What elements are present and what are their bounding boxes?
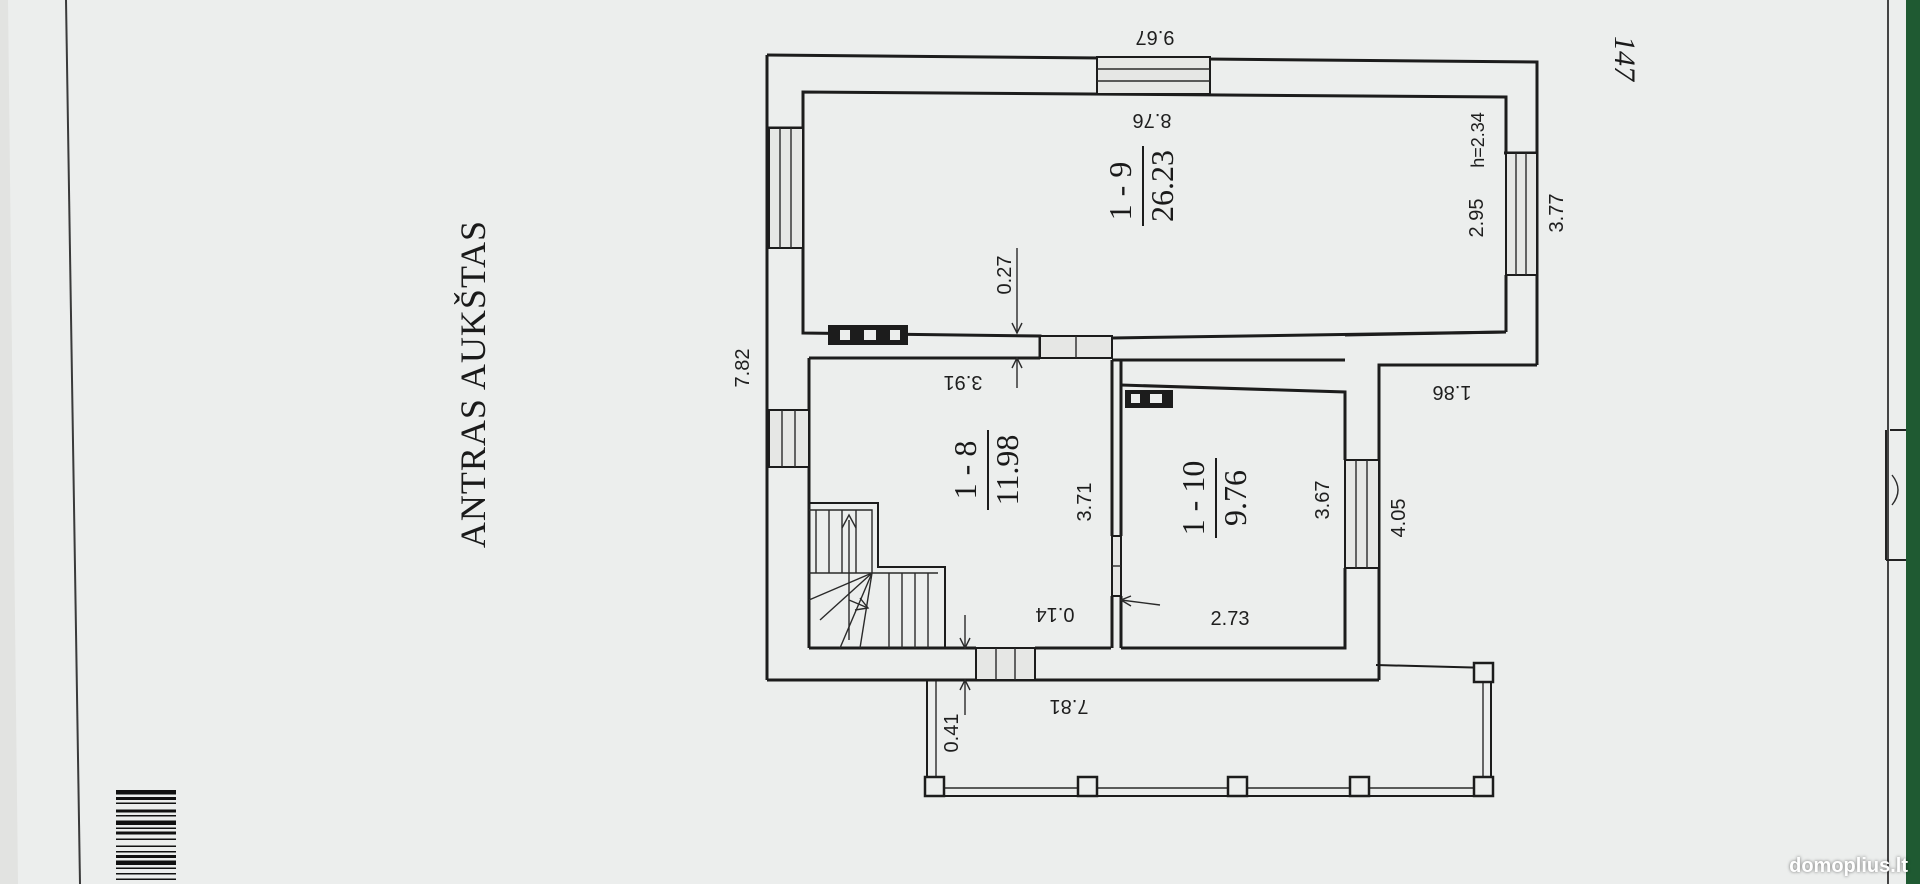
room-id: 1 - 10 bbox=[1175, 461, 1211, 536]
window-left-upper bbox=[768, 127, 804, 249]
door-balcony bbox=[975, 647, 1036, 681]
dim-room9-width: 8.76 bbox=[1133, 109, 1172, 131]
green-edge bbox=[1906, 0, 1920, 884]
floor-title: ANTRAS AUKŠTAS bbox=[453, 220, 493, 548]
dim-balcony-offset: 0.41 bbox=[941, 714, 963, 753]
paper-margin-line bbox=[65, 0, 81, 884]
dim-right-wall: 3.77 bbox=[1546, 194, 1568, 233]
chimneys bbox=[828, 325, 1173, 408]
windows bbox=[768, 56, 1538, 681]
dim-room8-width: 3.91 bbox=[944, 371, 983, 393]
room-area: 26.23 bbox=[1144, 150, 1180, 222]
handwritten-note: 147 bbox=[1608, 36, 1641, 83]
dim-room8-depth: 3.71 bbox=[1074, 483, 1096, 522]
dim-balcony-width: 7.81 bbox=[1050, 695, 1089, 717]
staircase bbox=[808, 502, 946, 649]
dim-left-total: 7.82 bbox=[732, 349, 754, 388]
dim-room10-depth: 3.67 bbox=[1312, 481, 1334, 520]
dim-partition: 0.14 bbox=[1036, 603, 1075, 625]
room-label-1-8: 1 - 8 11.98 bbox=[947, 430, 1025, 510]
balcony-post bbox=[1472, 775, 1495, 798]
dim-height-note: h=2.34 bbox=[1468, 112, 1488, 168]
balcony-post bbox=[1348, 775, 1371, 798]
dim-top-width: 9.67 bbox=[1136, 26, 1175, 48]
dim-room9-depth: 2.95 bbox=[1466, 199, 1488, 238]
window-top bbox=[1096, 56, 1211, 95]
barcode bbox=[116, 790, 176, 880]
window-left-lower bbox=[768, 409, 810, 468]
dim-step: 1.86 bbox=[1433, 381, 1472, 403]
dim-wall-thickness: 0.27 bbox=[994, 256, 1016, 295]
balcony bbox=[923, 661, 1495, 798]
room-area: 11.98 bbox=[989, 435, 1025, 506]
room-id: 1 - 8 bbox=[947, 441, 983, 500]
balcony-post bbox=[1226, 775, 1249, 798]
paper-sheet bbox=[8, 0, 1906, 884]
balcony-post bbox=[1472, 661, 1495, 684]
title-block-fragment bbox=[1885, 429, 1906, 561]
dim-room10-width: 2.73 bbox=[1211, 608, 1250, 630]
room-area: 9.76 bbox=[1217, 470, 1253, 526]
room-label-1-9: 1 - 9 26.23 bbox=[1102, 146, 1180, 226]
balcony-post bbox=[923, 775, 946, 798]
balcony-post bbox=[1076, 775, 1099, 798]
window-right-upper bbox=[1505, 152, 1538, 276]
room-label-1-10: 1 - 10 9.76 bbox=[1175, 458, 1253, 538]
room-id: 1 - 9 bbox=[1102, 162, 1138, 221]
window-right-lower bbox=[1344, 459, 1380, 569]
dimension-markers bbox=[959, 248, 1161, 715]
watermark: domoplius.lt bbox=[1789, 855, 1908, 877]
dim-right-lower: 4.05 bbox=[1388, 499, 1410, 538]
